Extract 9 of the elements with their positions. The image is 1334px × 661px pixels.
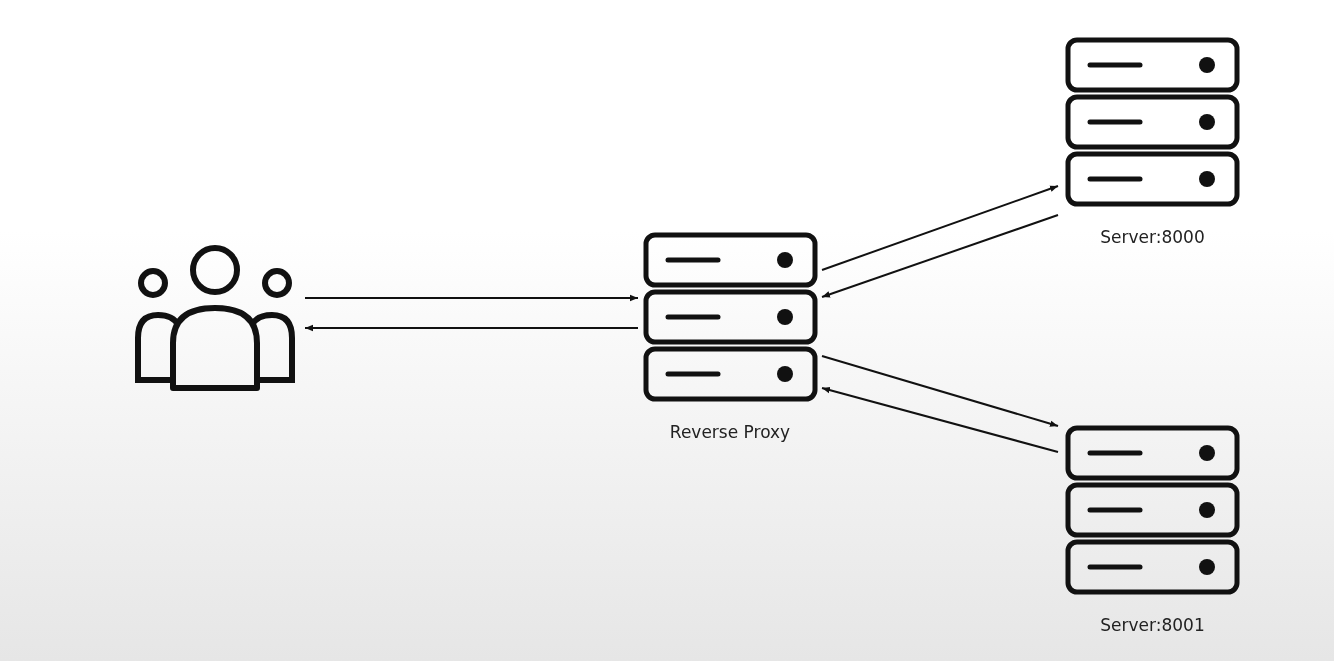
- node-label: Server:8000: [1100, 227, 1205, 247]
- arrow: [821, 214, 1059, 298]
- arrow: [304, 324, 639, 332]
- arrow: [304, 294, 639, 302]
- arrow: [821, 355, 1059, 427]
- arrow: [821, 387, 1059, 453]
- arrow: [821, 185, 1059, 271]
- node-label: Reverse Proxy: [669, 422, 791, 442]
- node-label: Server:8001: [1100, 615, 1205, 635]
